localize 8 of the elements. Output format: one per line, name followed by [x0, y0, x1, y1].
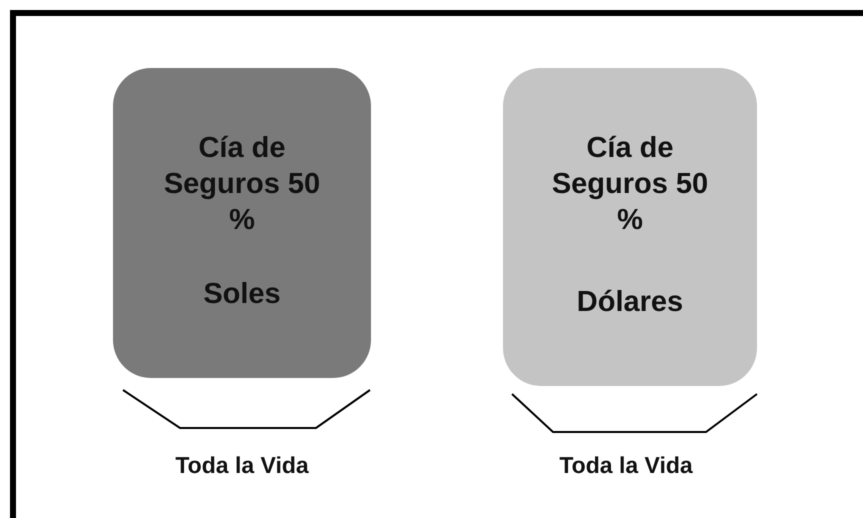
bracket-caption: Toda la Vida — [559, 452, 693, 479]
box-heading: Cía de Seguros 50 % — [162, 131, 322, 238]
currency-label: Dólares — [576, 285, 684, 320]
rounded-box — [503, 68, 757, 386]
currency-label: Soles — [203, 277, 281, 312]
box-heading: Cía de Seguros 50 % — [550, 131, 710, 238]
bracket-caption: Toda la Vida — [175, 452, 309, 479]
rounded-box — [113, 68, 371, 378]
